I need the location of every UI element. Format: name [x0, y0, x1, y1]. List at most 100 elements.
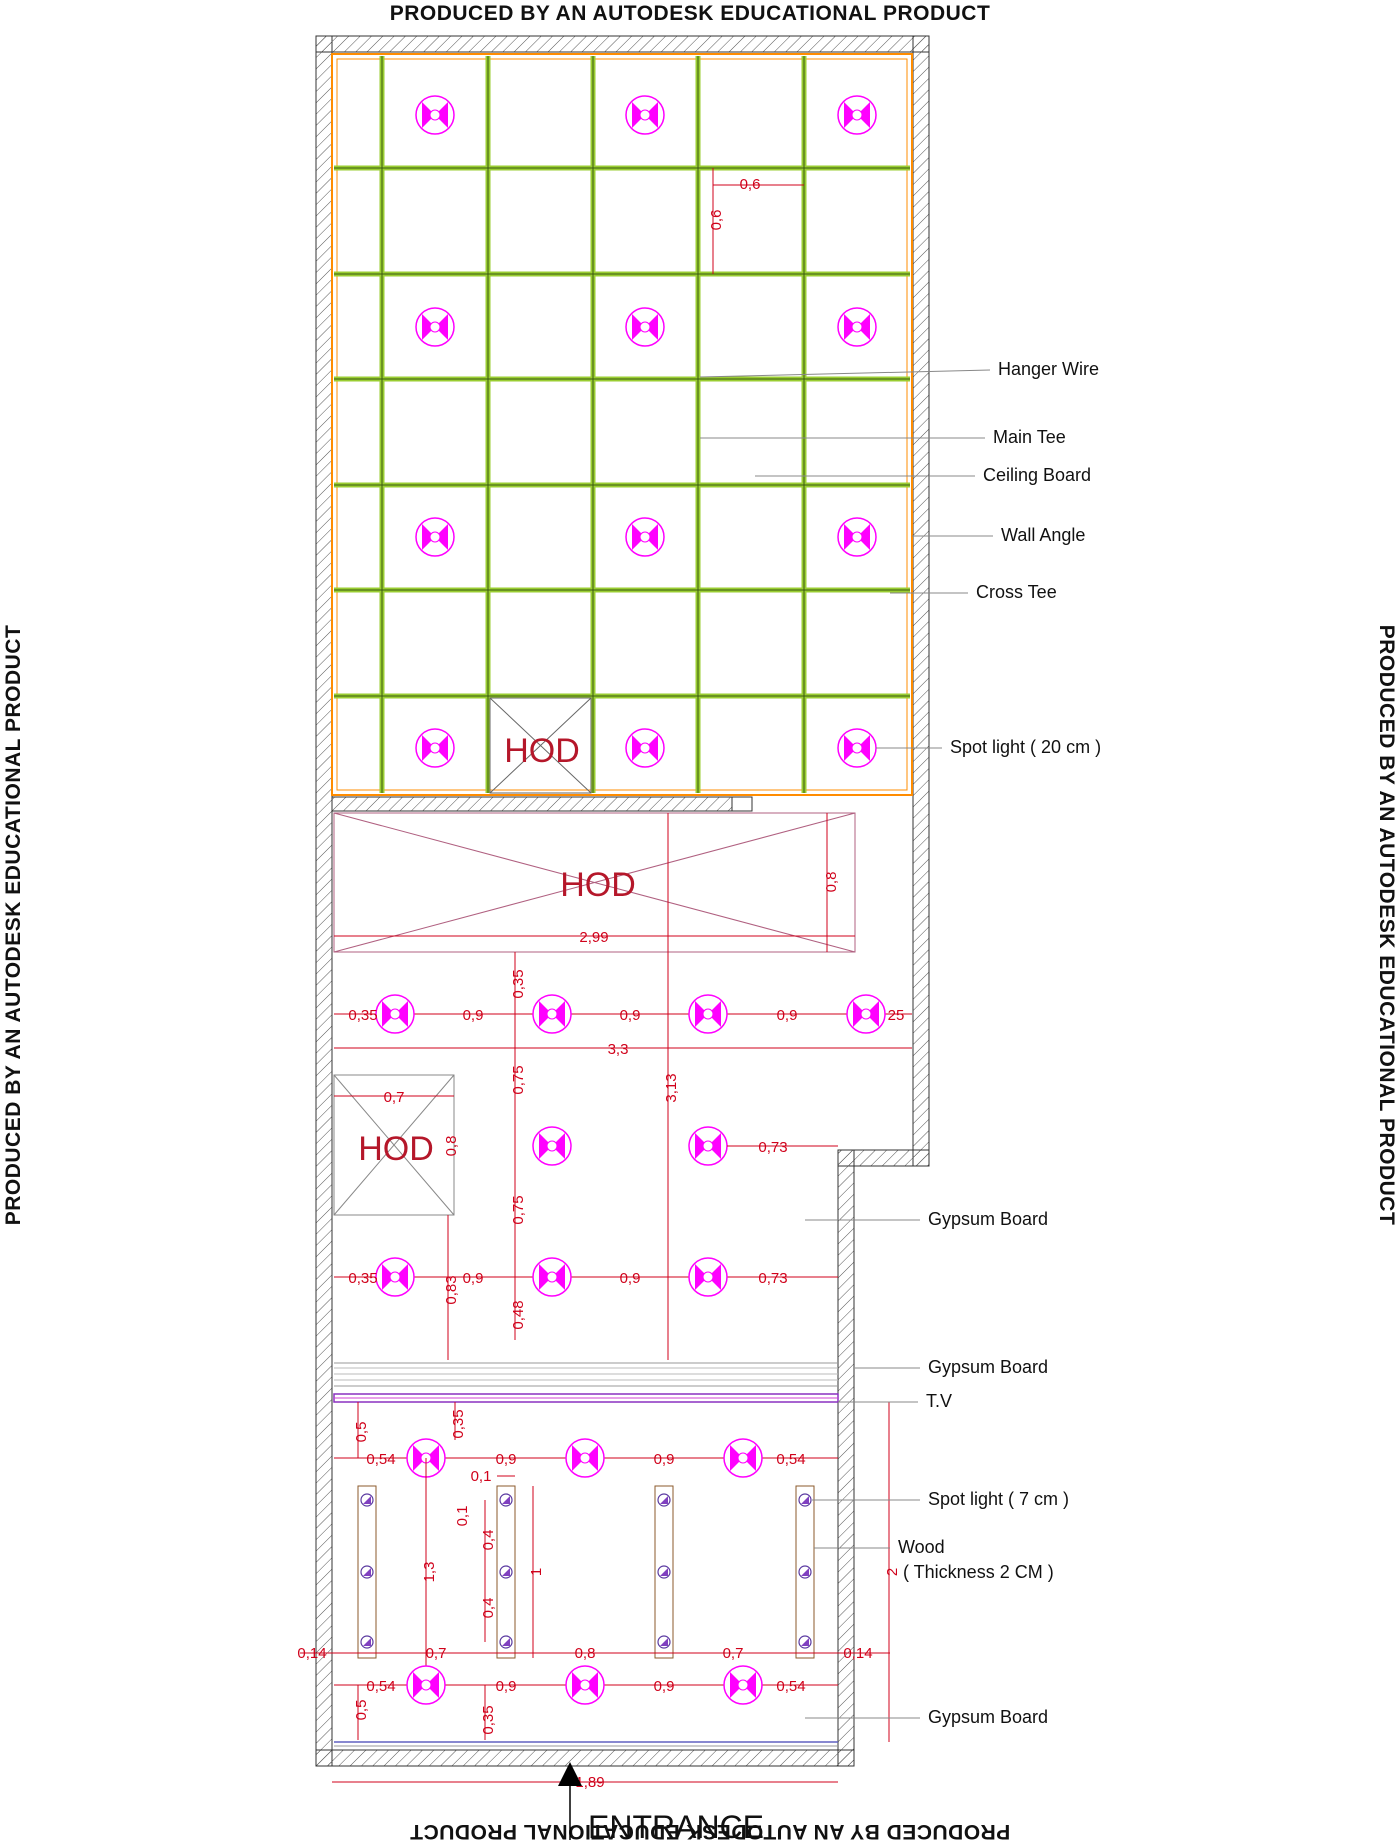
dim-row4-to-row5: 1,3 — [421, 1562, 438, 1583]
label-spot-light-7: Spot light ( 7 cm ) — [928, 1489, 1069, 1509]
label-wood-thickness: ( Thickness 2 CM ) — [903, 1562, 1054, 1582]
entrance-label: ENTRANCE — [588, 1809, 764, 1845]
dim-edge: 0,14 — [297, 1645, 326, 1662]
label-wood: Wood — [898, 1537, 945, 1557]
spot-light-icon — [846, 994, 886, 1034]
small-spot-icon — [499, 1635, 513, 1649]
dim-wood-offset: 0,1 — [471, 1468, 492, 1485]
watermark-bottom: PRODUCED BY AN AUTODESK EDUCATIONAL PROD… — [410, 1820, 1011, 1843]
dim-r1-gap: 0,9 — [777, 1007, 798, 1024]
spot-light-icon — [625, 95, 665, 135]
dim-wood-len: 1 — [528, 1568, 545, 1576]
small-spot-icon — [499, 1493, 513, 1507]
row3-spotlights: 0,35 0,9 0,9 0,73 — [334, 1257, 838, 1297]
label-cross-tee: Cross Tee — [976, 582, 1057, 602]
small-spot-icon — [499, 1565, 513, 1579]
dim-r4-gap: 0,9 — [654, 1678, 675, 1695]
dim-hod3-to-row: 0,83 — [443, 1275, 460, 1304]
dim-grid-h: 0,6 — [708, 210, 725, 231]
row5-spotlights: 0,54 0,9 0,9 0,54 — [334, 1665, 838, 1705]
dim-r4-side: 0,54 — [366, 1451, 395, 1468]
spot-light-icon — [415, 307, 455, 347]
spot-light-icon — [415, 517, 455, 557]
dim-bottom-gb-offset: 0,5 — [353, 1700, 370, 1721]
dim-r3-gap: 0,9 — [463, 1270, 484, 1287]
small-spot-icon — [360, 1635, 374, 1649]
spot-light-icon — [625, 517, 665, 557]
dim-r2-right: 0,73 — [758, 1139, 787, 1156]
hod-1-label: HOD — [504, 732, 580, 770]
dim-r1-gap: 0,9 — [620, 1007, 641, 1024]
hod-1: HOD — [489, 697, 592, 794]
spot-light-icon — [688, 994, 728, 1034]
spot-light-icon — [837, 95, 877, 135]
dim-wood-gap-b: 0,8 — [575, 1645, 596, 1662]
dim-tv-offset: 0,35 — [450, 1409, 467, 1438]
spot-light-icon — [532, 1126, 572, 1166]
hod-2: HOD — [333, 812, 856, 953]
dim-v-gap: 0,75 — [510, 1195, 527, 1224]
spot-light-icon — [415, 728, 455, 768]
dim-r4-gap: 0,9 — [496, 1678, 517, 1695]
dim-top-offset: 0,35 — [510, 969, 527, 998]
dim-r1-right: 25 — [888, 1007, 905, 1024]
small-spot-icon — [798, 1635, 812, 1649]
spot-light-icon — [625, 307, 665, 347]
dim-v-gap: 0,75 — [510, 1065, 527, 1094]
hod-2-label: HOD — [560, 866, 636, 904]
building-walls — [315, 35, 930, 1767]
label-gypsum-board-1: Gypsum Board — [928, 1209, 1048, 1229]
grid-dimension: 0,6 0,6 — [708, 168, 804, 274]
label-gypsum-board-2: Gypsum Board — [928, 1357, 1048, 1377]
grid-spotlights — [415, 95, 877, 768]
small-spot-icon — [360, 1493, 374, 1507]
label-hanger-wire: Hanger Wire — [998, 359, 1099, 379]
dim-wood-gap-a: 0,7 — [426, 1645, 447, 1662]
spot-light-icon — [415, 95, 455, 135]
dim-bottom-offset: 0,35 — [480, 1705, 497, 1734]
small-spot-icon — [798, 1565, 812, 1579]
row4-spotlights: 0,54 0,9 0,9 0,54 — [334, 1438, 838, 1478]
small-spot-icon — [360, 1565, 374, 1579]
label-ceiling-board: Ceiling Board — [983, 465, 1091, 485]
spot-light-icon — [406, 1665, 446, 1705]
watermark-right: PRODUCED BY AN AUTODESK EDUCATIONAL PROD… — [1375, 625, 1398, 1226]
hod-3-label: HOD — [358, 1130, 434, 1168]
spot-light-icon — [532, 994, 572, 1034]
tv-unit — [333, 1393, 839, 1403]
callouts: Hanger Wire Main Tee Ceiling Board Wall … — [699, 359, 1101, 1727]
dim-edge: 0,14 — [843, 1645, 872, 1662]
label-main-tee: Main Tee — [993, 427, 1066, 447]
dim-r4-side: 0,54 — [776, 1678, 805, 1695]
spot-light-icon — [375, 1257, 415, 1297]
label-wall-angle: Wall Angle — [1001, 525, 1085, 545]
dim-total-width: 1,89 — [575, 1774, 604, 1791]
dim-grid-w: 0,6 — [740, 176, 761, 193]
small-spot-icon — [657, 1565, 671, 1579]
label-gypsum-board-3: Gypsum Board — [928, 1707, 1048, 1727]
dim-r4-side: 0,54 — [366, 1678, 395, 1695]
dim-hod-len: 2,99 — [579, 929, 608, 946]
row2-spotlights: 0,73 — [532, 1126, 838, 1166]
spot-light-icon — [837, 728, 877, 768]
watermark-left: PRODUCED BY AN AUTODESK EDUCATIONAL PROD… — [2, 625, 25, 1226]
dim-r3-left: 0,35 — [348, 1270, 377, 1287]
dim-small-w: 0,7 — [384, 1089, 405, 1106]
spot-light-icon — [688, 1126, 728, 1166]
spot-light-icon — [837, 307, 877, 347]
dim-gb-offset: 0,5 — [353, 1422, 370, 1443]
spot-light-icon — [565, 1665, 605, 1705]
spot-light-icon — [532, 1257, 572, 1297]
dim-small-h: 0,8 — [443, 1136, 460, 1157]
gypsum-band — [334, 1362, 838, 1387]
dim-length: 3,13 — [663, 1073, 680, 1102]
watermark-top: PRODUCED BY AN AUTODESK EDUCATIONAL PROD… — [390, 2, 991, 25]
dim-wood-gap1: 0,1 — [454, 1506, 471, 1527]
wood-planks — [357, 1485, 815, 1659]
dim-hod-depth: 0,8 — [823, 872, 840, 893]
dim-wood-gap2: 0,4 — [480, 1530, 497, 1551]
dim-r3-right: 0,73 — [758, 1270, 787, 1287]
suspended-ceiling-grid — [331, 53, 913, 796]
entrance-marker: ENTRANCE — [558, 1762, 764, 1845]
